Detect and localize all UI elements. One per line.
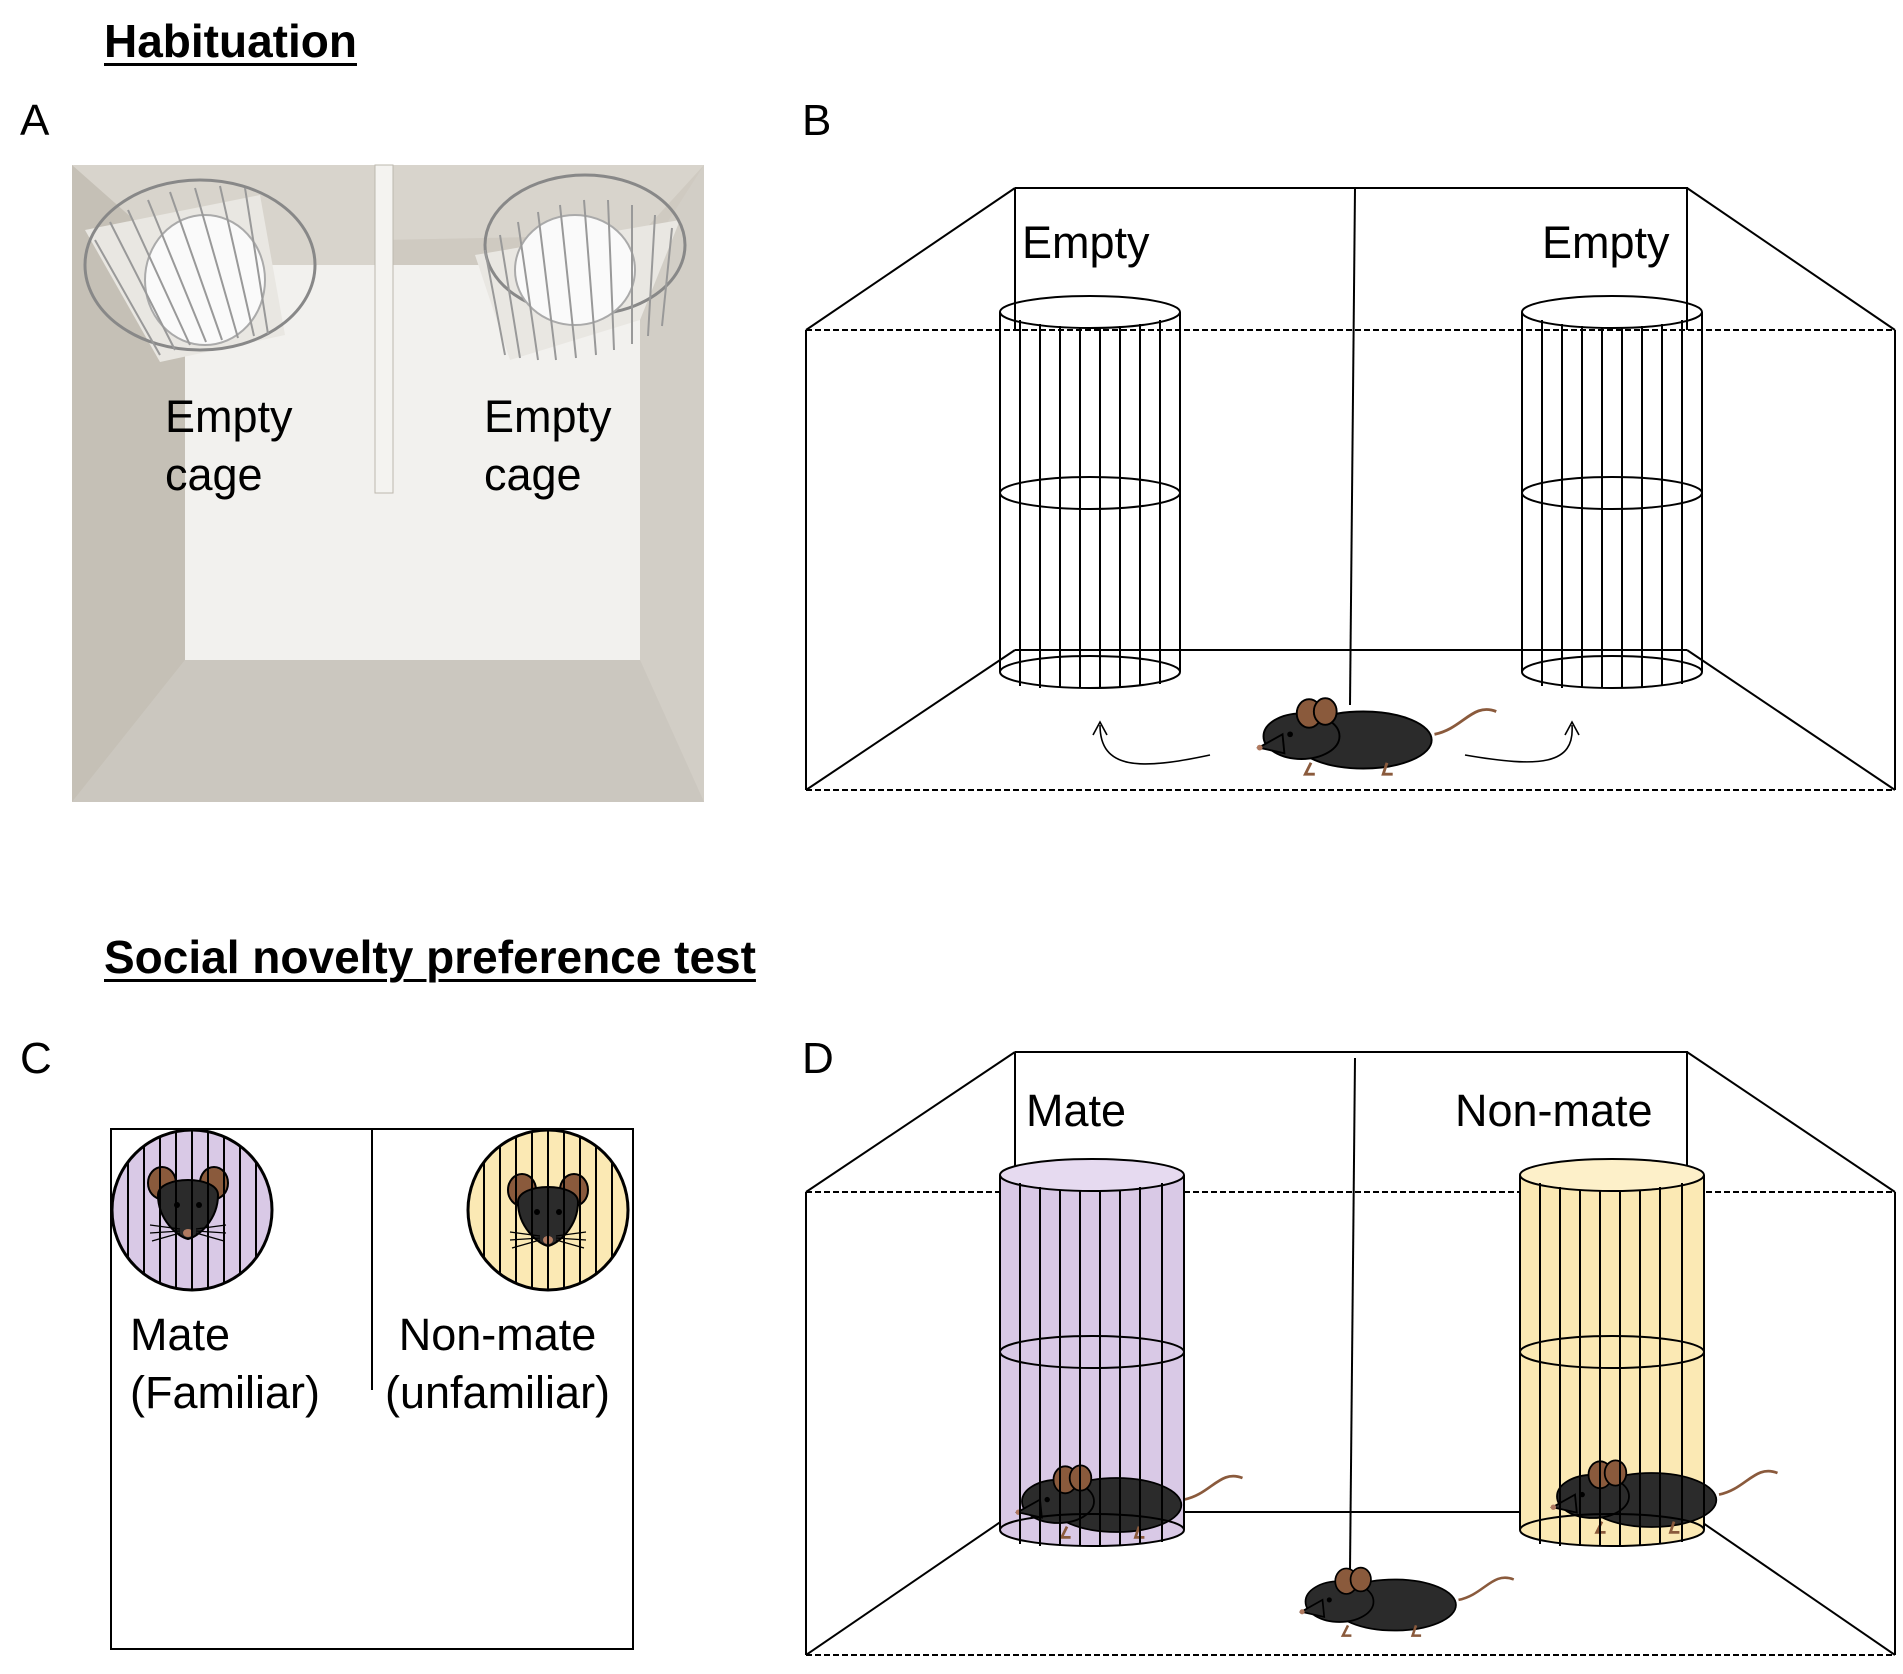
- panel-c-box: [110, 1128, 634, 1650]
- panel-a-photo: [72, 164, 704, 802]
- habituation-heading: Habituation: [104, 15, 357, 67]
- social-novelty-heading: Social novelty preference test: [104, 931, 756, 983]
- photo-left-cage: [83, 178, 317, 362]
- panel-b-right-label: Empty: [1542, 217, 1670, 268]
- panel-c-left-label: Mate (Familiar): [130, 1306, 320, 1422]
- panel-d-nonmate-cage: [1519, 1158, 1779, 1547]
- panel-letter-b: B: [802, 96, 832, 145]
- panel-a-right-label: Empty cage: [484, 388, 612, 504]
- panel-c-right-label-line2: (unfamiliar): [385, 1367, 611, 1418]
- panel-c-left-label-line2: (Familiar): [130, 1367, 320, 1418]
- panel-d-test-mouse: [1298, 1566, 1516, 1637]
- photo-right-cage: [475, 173, 687, 361]
- panel-a-left-label: Empty cage: [165, 388, 293, 504]
- panel-b-right-cage: [1521, 295, 1703, 689]
- panel-c-mate-cage: [110, 1128, 274, 1292]
- panel-letter-a: A: [20, 96, 50, 145]
- panel-b-left-cage: [999, 295, 1181, 689]
- panel-d-mate-cage: [999, 1158, 1244, 1547]
- panel-a-right-label-line1: Empty: [484, 391, 612, 442]
- panel-b-box: [805, 187, 1896, 791]
- panel-c-right-label-line1: Non-mate: [398, 1309, 597, 1360]
- panel-d-box: [805, 1051, 1896, 1656]
- panel-c-right-label: Non-mate (unfamiliar): [385, 1306, 610, 1422]
- panel-d-right-label: Non-mate: [1455, 1085, 1653, 1136]
- panel-c-left-label-line1: Mate: [130, 1309, 231, 1360]
- panel-b-left-label: Empty: [1022, 217, 1150, 268]
- panel-letter-c: C: [20, 1034, 52, 1083]
- panel-letter-d: D: [802, 1034, 834, 1083]
- panel-a-left-label-line1: Empty: [165, 391, 293, 442]
- panel-b-mouse: [1255, 696, 1498, 776]
- panel-b-arrows: [1092, 720, 1580, 765]
- panel-c-nonmate-cage: [466, 1128, 630, 1292]
- panel-a-left-label-line2: cage: [165, 449, 263, 500]
- panel-a-right-label-line2: cage: [484, 449, 582, 500]
- panel-d-left-label: Mate: [1026, 1085, 1127, 1136]
